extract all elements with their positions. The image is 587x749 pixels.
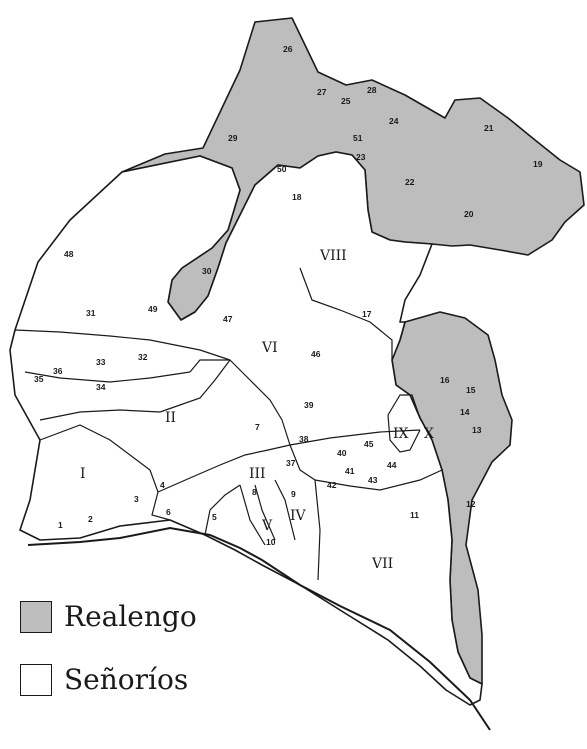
- label-num-39: 39: [304, 400, 314, 410]
- label-num-45: 45: [364, 439, 374, 449]
- label-num-37: 37: [286, 458, 296, 468]
- legend-label-realengo: Realengo: [64, 600, 197, 633]
- label-num-17: 17: [362, 309, 372, 319]
- label-num-28: 28: [367, 85, 377, 95]
- label-num-22: 22: [405, 177, 415, 187]
- label-num-10: 10: [266, 537, 276, 547]
- label-roman-2: II: [165, 410, 176, 426]
- label-num-19: 19: [533, 159, 543, 169]
- label-num-50: 50: [277, 164, 287, 174]
- label-num-33: 33: [96, 357, 106, 367]
- label-num-44: 44: [387, 460, 397, 470]
- label-num-41: 41: [345, 466, 355, 476]
- label-roman-1: I: [80, 466, 86, 482]
- label-num-36: 36: [53, 366, 63, 376]
- label-num-20: 20: [464, 209, 474, 219]
- label-num-40: 40: [337, 448, 347, 458]
- label-num-34: 34: [96, 382, 106, 392]
- label-roman-4: IV: [290, 508, 307, 524]
- roman-numeral-labels: I II III IV V VI VII VIII IX X: [80, 248, 434, 572]
- label-num-25: 25: [341, 96, 351, 106]
- label-num-14: 14: [460, 407, 470, 417]
- legend-item-senorios: Señoríos: [20, 663, 188, 696]
- label-num-23: 23: [356, 152, 366, 162]
- label-num-31: 31: [86, 308, 96, 318]
- label-num-2: 2: [88, 514, 93, 524]
- label-num-29: 29: [228, 133, 238, 143]
- label-roman-9: IX: [393, 426, 409, 442]
- label-num-9: 9: [291, 489, 296, 499]
- label-num-47: 47: [223, 314, 233, 324]
- number-labels: 1 2 3 4 5 6 7 8 9 10 11 12 13 14 15 16 1…: [34, 44, 543, 547]
- label-num-4: 4: [160, 480, 165, 490]
- label-num-24: 24: [389, 116, 399, 126]
- label-num-48: 48: [64, 249, 74, 259]
- label-roman-7: VII: [371, 556, 393, 572]
- label-num-49: 49: [148, 304, 158, 314]
- label-num-18: 18: [292, 192, 302, 202]
- label-num-1: 1: [58, 520, 63, 530]
- label-num-46: 46: [311, 349, 321, 359]
- label-num-3: 3: [134, 494, 139, 504]
- coastline: [27, 526, 491, 731]
- legend-label-senorios: Señoríos: [64, 663, 189, 696]
- label-num-8: 8: [252, 487, 257, 497]
- internal-boundaries: [14, 267, 443, 581]
- label-num-7: 7: [255, 422, 260, 432]
- label-num-15: 15: [466, 385, 476, 395]
- label-num-13: 13: [472, 425, 482, 435]
- label-num-38: 38: [299, 434, 309, 444]
- label-roman-5: V: [261, 518, 273, 534]
- realengo-swatch: [20, 600, 52, 633]
- legend-item-realengo: Realengo: [20, 600, 197, 633]
- label-roman-8: VIII: [319, 248, 347, 264]
- label-num-30: 30: [202, 266, 212, 276]
- label-num-16: 16: [440, 375, 450, 385]
- label-num-6: 6: [166, 507, 171, 517]
- label-num-11: 11: [410, 510, 419, 520]
- label-num-35: 35: [34, 374, 44, 384]
- label-roman-6: VI: [261, 340, 278, 356]
- label-roman-3: III: [249, 466, 266, 482]
- label-num-27: 27: [317, 87, 327, 97]
- label-num-42: 42: [327, 480, 337, 490]
- label-num-32: 32: [138, 352, 148, 362]
- label-num-12: 12: [466, 499, 476, 509]
- label-num-26: 26: [283, 44, 293, 54]
- label-num-21: 21: [484, 123, 494, 133]
- senorios-outline: [9, 151, 483, 706]
- label-num-51: 51: [353, 133, 363, 143]
- senorios-swatch: [20, 663, 52, 696]
- label-num-5: 5: [212, 512, 217, 522]
- label-roman-10: X: [424, 426, 434, 442]
- label-num-43: 43: [368, 475, 378, 485]
